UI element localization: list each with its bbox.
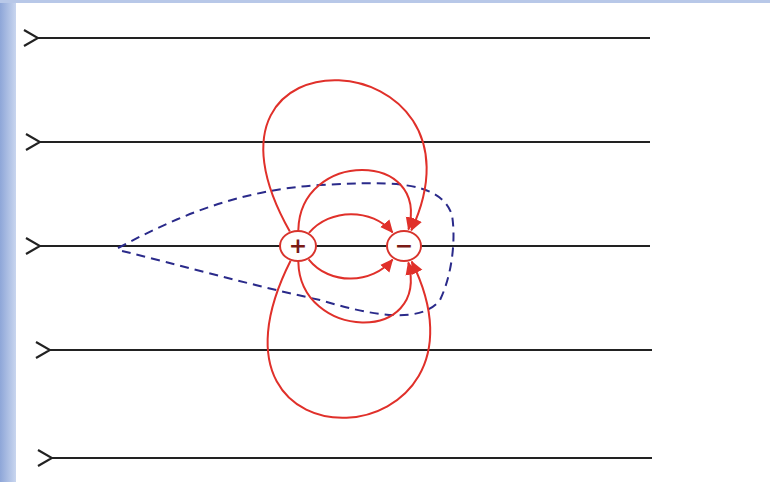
charge-circle: −: [386, 230, 422, 262]
charge-sign: −: [395, 235, 413, 257]
dipole-field-line: [309, 259, 393, 278]
charge-circle: +: [279, 230, 317, 262]
dipole-field-line: [268, 261, 431, 418]
dipole-field-line: [309, 214, 393, 233]
dipole-field-line: [298, 262, 410, 322]
slide-top-rule: [0, 0, 770, 3]
dipole-field-line: [298, 170, 411, 230]
uniform-field-lines: [38, 38, 652, 458]
dipole-field-line: [263, 80, 426, 231]
equipotential-dashed-line: [118, 183, 454, 315]
charge-sign: +: [289, 235, 307, 257]
slide-edge-strip: [0, 0, 16, 482]
